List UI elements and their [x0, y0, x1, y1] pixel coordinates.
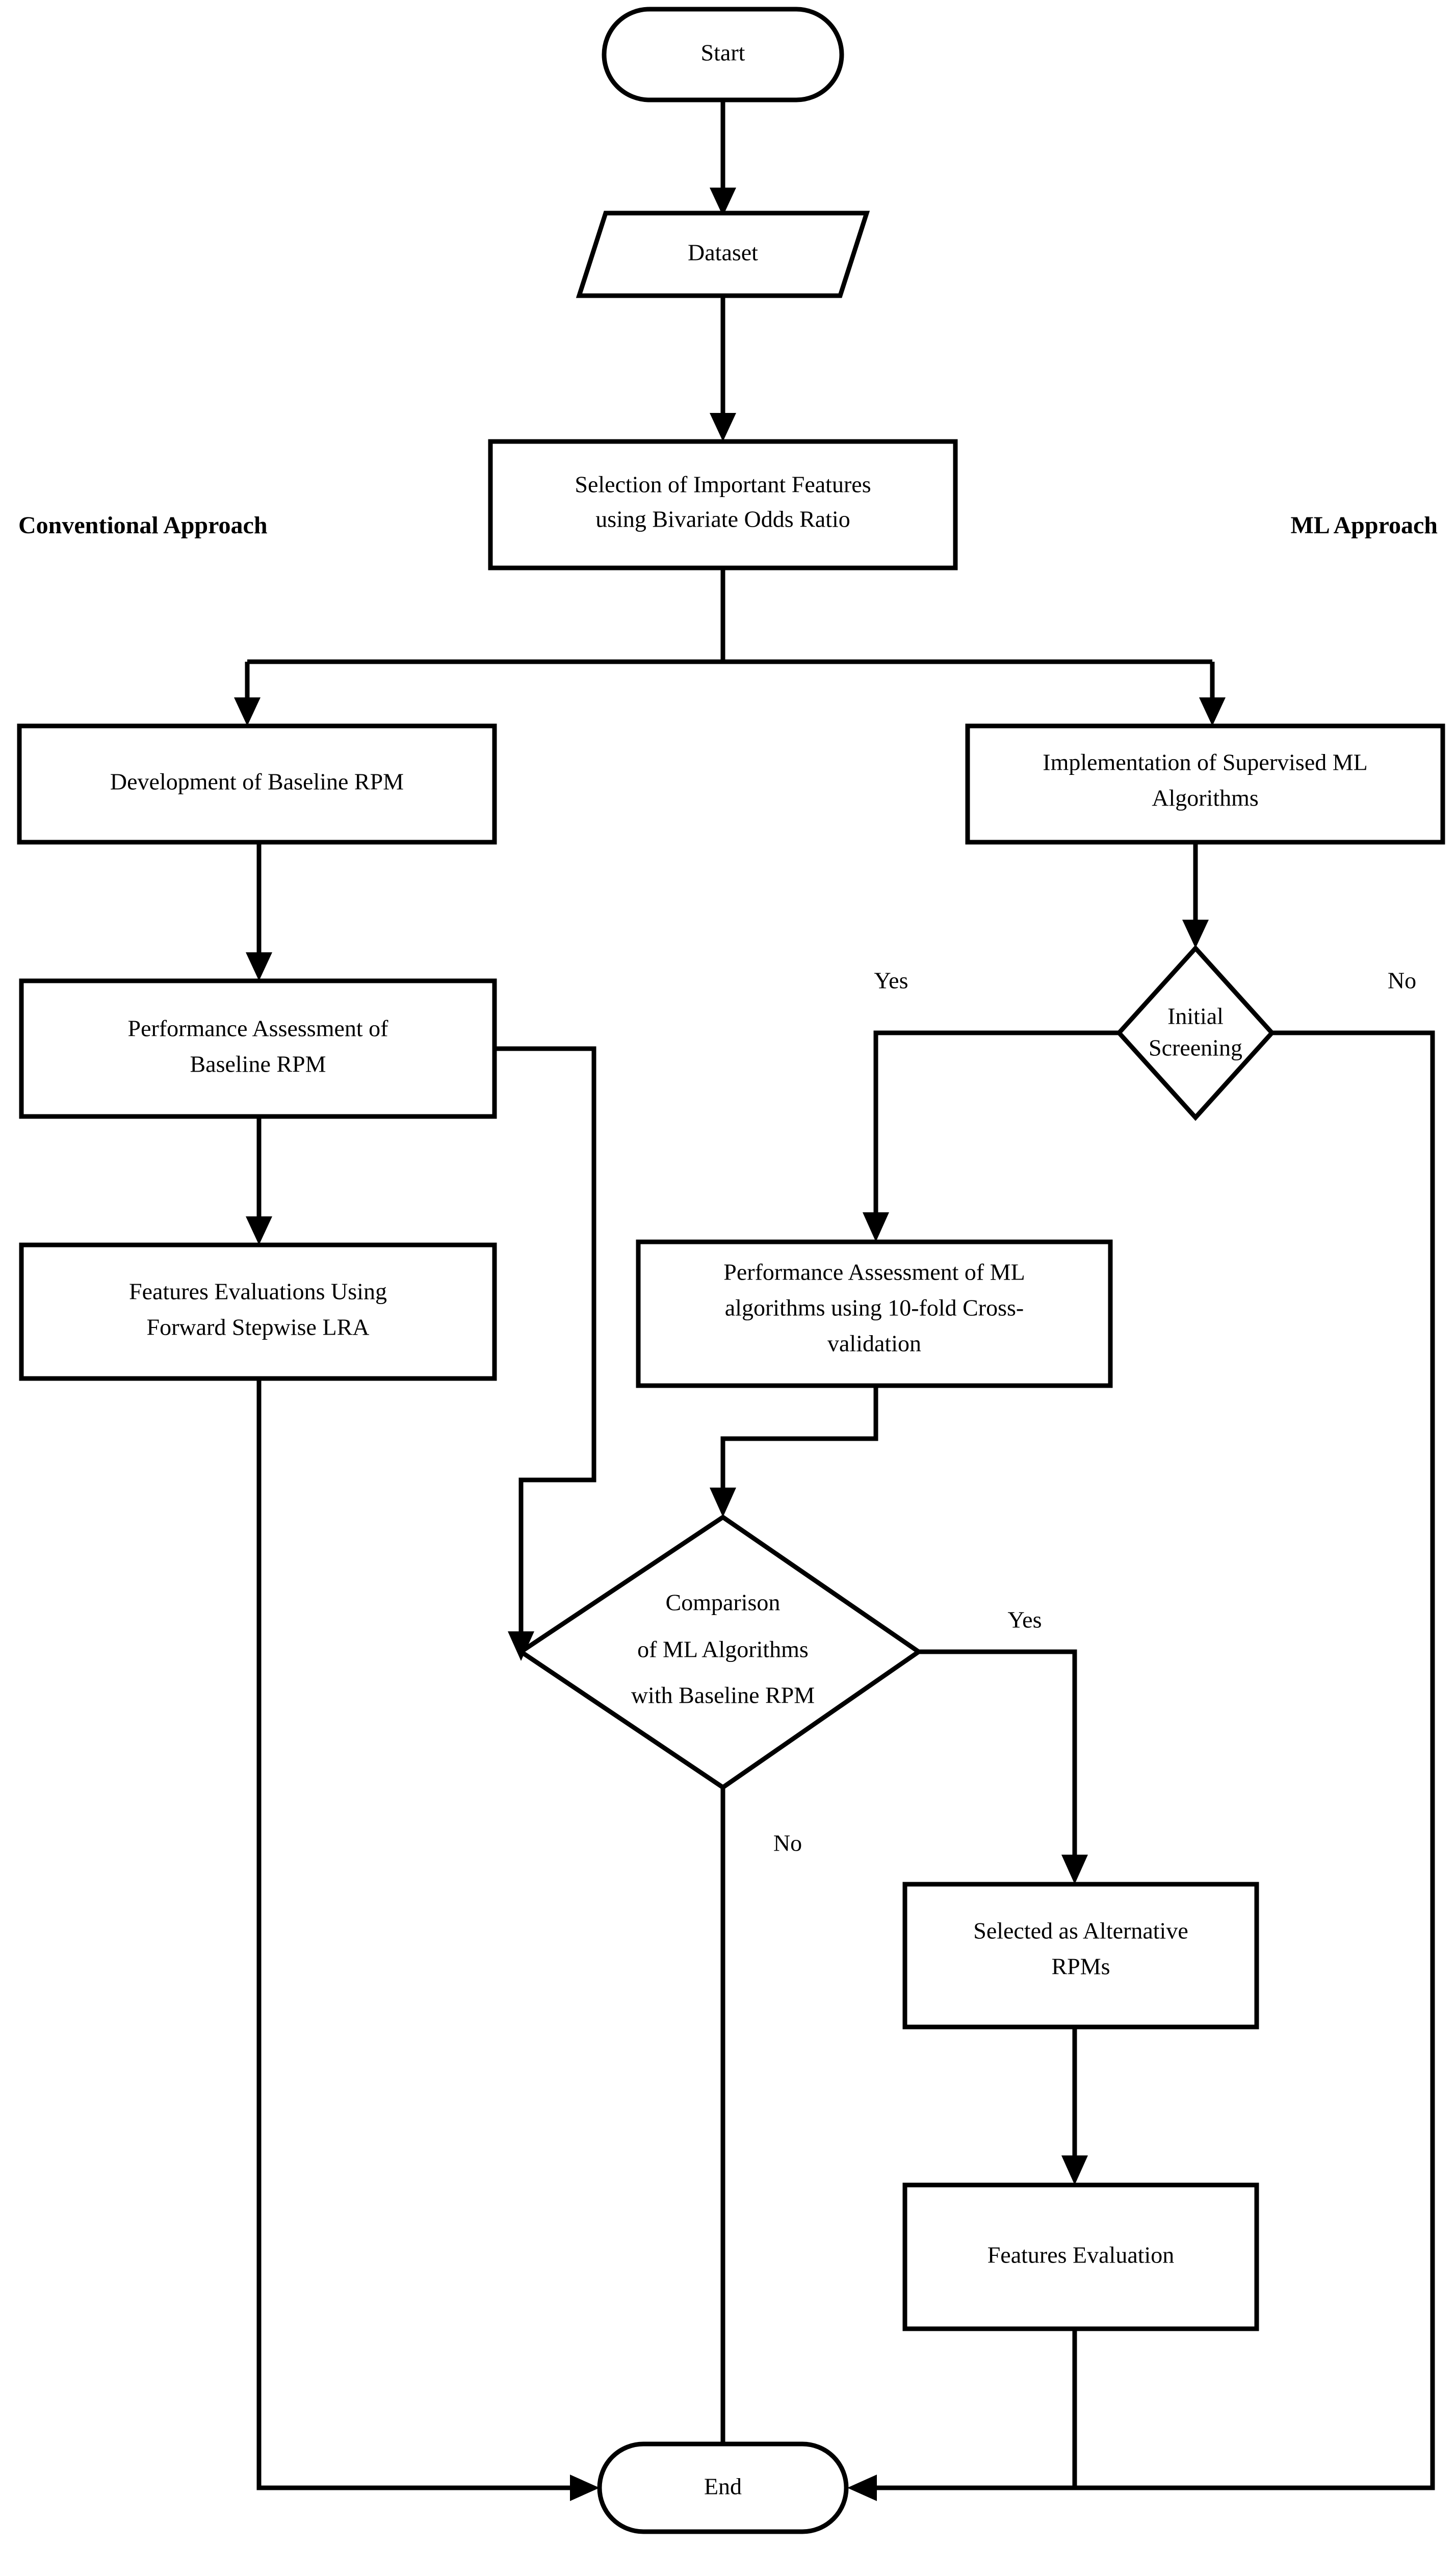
- arrowhead-start-dataset: [710, 188, 736, 216]
- edge-label-screening-yes: Yes: [874, 968, 908, 994]
- node-perf-baseline[interactable]: [19, 978, 497, 1119]
- node-alternative-rpms-line1: Selected as Alternative: [973, 1918, 1188, 1944]
- node-comparison-line1: Comparison: [666, 1590, 781, 1616]
- arrowhead-screening-yes: [863, 1212, 889, 1242]
- arrowhead-perf-featureseval: [246, 1216, 272, 1245]
- arrowhead-screening-no: [847, 2475, 877, 2501]
- arrowhead-baseline-perf: [246, 952, 272, 981]
- arrowhead-bus-left: [234, 697, 261, 726]
- node-baseline-rpm[interactable]: [17, 723, 497, 845]
- node-dataset-label: Dataset: [688, 240, 758, 266]
- node-feature-selection-line2: using Bivariate Odds Ratio: [595, 506, 850, 532]
- node-perf-ml-line3: validation: [827, 1331, 921, 1357]
- edge-label-comparison-no: No: [773, 1830, 802, 1856]
- edge-label-comparison-yes: Yes: [1008, 1607, 1042, 1633]
- node-features-eval-lra-line2: Forward Stepwise LRA: [147, 1314, 370, 1340]
- connector-perfml-comparison: [720, 1386, 878, 1499]
- node-perf-ml[interactable]: [636, 1239, 1113, 1388]
- node-initial-screening-line1: Initial: [1167, 1003, 1224, 1029]
- connector-perf-comparison: [495, 1046, 596, 1643]
- node-features-evaluation[interactable]: [902, 2182, 1259, 2331]
- node-comparison-line3: with Baseline RPM: [631, 1682, 815, 1708]
- arrowhead-supervised-screening: [1182, 920, 1209, 948]
- node-end-label: End: [704, 2474, 742, 2500]
- section-label-conventional: Conventional Approach: [18, 512, 268, 539]
- connector-screening-yes: [873, 1030, 1119, 1224]
- node-initial-screening-line2: Screening: [1149, 1035, 1242, 1061]
- node-perf-ml-line1: Performance Assessment of ML: [723, 1259, 1025, 1285]
- node-comparison-line2: of ML Algorithms: [637, 1636, 809, 1662]
- connector-featureseval-end: [256, 1378, 581, 2490]
- node-start-label: Start: [701, 40, 745, 66]
- node-baseline-rpm-label: Development of Baseline RPM: [110, 769, 404, 795]
- arrowhead-bus-right: [1199, 697, 1226, 726]
- node-alternative-rpms-line2: RPMs: [1051, 1954, 1110, 1980]
- node-feature-selection-line1: Selection of Important Features: [575, 472, 871, 498]
- node-features-evaluation-label: Features Evaluation: [987, 2242, 1175, 2268]
- section-label-ml: ML Approach: [1290, 512, 1438, 539]
- arrowhead-perf-comparison: [508, 1631, 534, 1661]
- node-perf-ml-line2: algorithms using 10-fold Cross-: [725, 1295, 1024, 1321]
- arrowhead-dataset-feature: [710, 413, 736, 441]
- arrowhead-featureseval-end: [570, 2475, 600, 2501]
- node-features-eval-lra-line1: Features Evaluations Using: [129, 1279, 387, 1305]
- node-supervised-ml-line2: Algorithms: [1152, 785, 1259, 811]
- arrowhead-altrpms-featureseval2: [1061, 2155, 1088, 2185]
- node-dataset[interactable]: [576, 211, 870, 298]
- node-start[interactable]: [602, 7, 844, 102]
- arrowhead-comparison-yes: [1061, 1855, 1088, 1884]
- connector-screening-no: [866, 1030, 1435, 2490]
- arrowhead-perfml-comparison: [710, 1488, 736, 1517]
- node-comparison[interactable]: [516, 1514, 923, 1790]
- connector-comparison-yes: [919, 1649, 1077, 1866]
- edge-label-screening-no: No: [1388, 968, 1416, 994]
- node-perf-baseline-line1: Performance Assessment of: [128, 1016, 389, 1042]
- node-supervised-ml-line1: Implementation of Supervised ML: [1043, 749, 1368, 775]
- node-alternative-rpms[interactable]: [902, 1882, 1259, 2030]
- node-initial-screening[interactable]: [1115, 945, 1276, 1121]
- node-perf-baseline-line2: Baseline RPM: [190, 1051, 326, 1077]
- node-supervised-ml[interactable]: [965, 723, 1445, 845]
- node-feature-selection[interactable]: [488, 439, 958, 570]
- node-features-eval-lra[interactable]: [19, 1242, 497, 1381]
- node-end[interactable]: [597, 2441, 849, 2534]
